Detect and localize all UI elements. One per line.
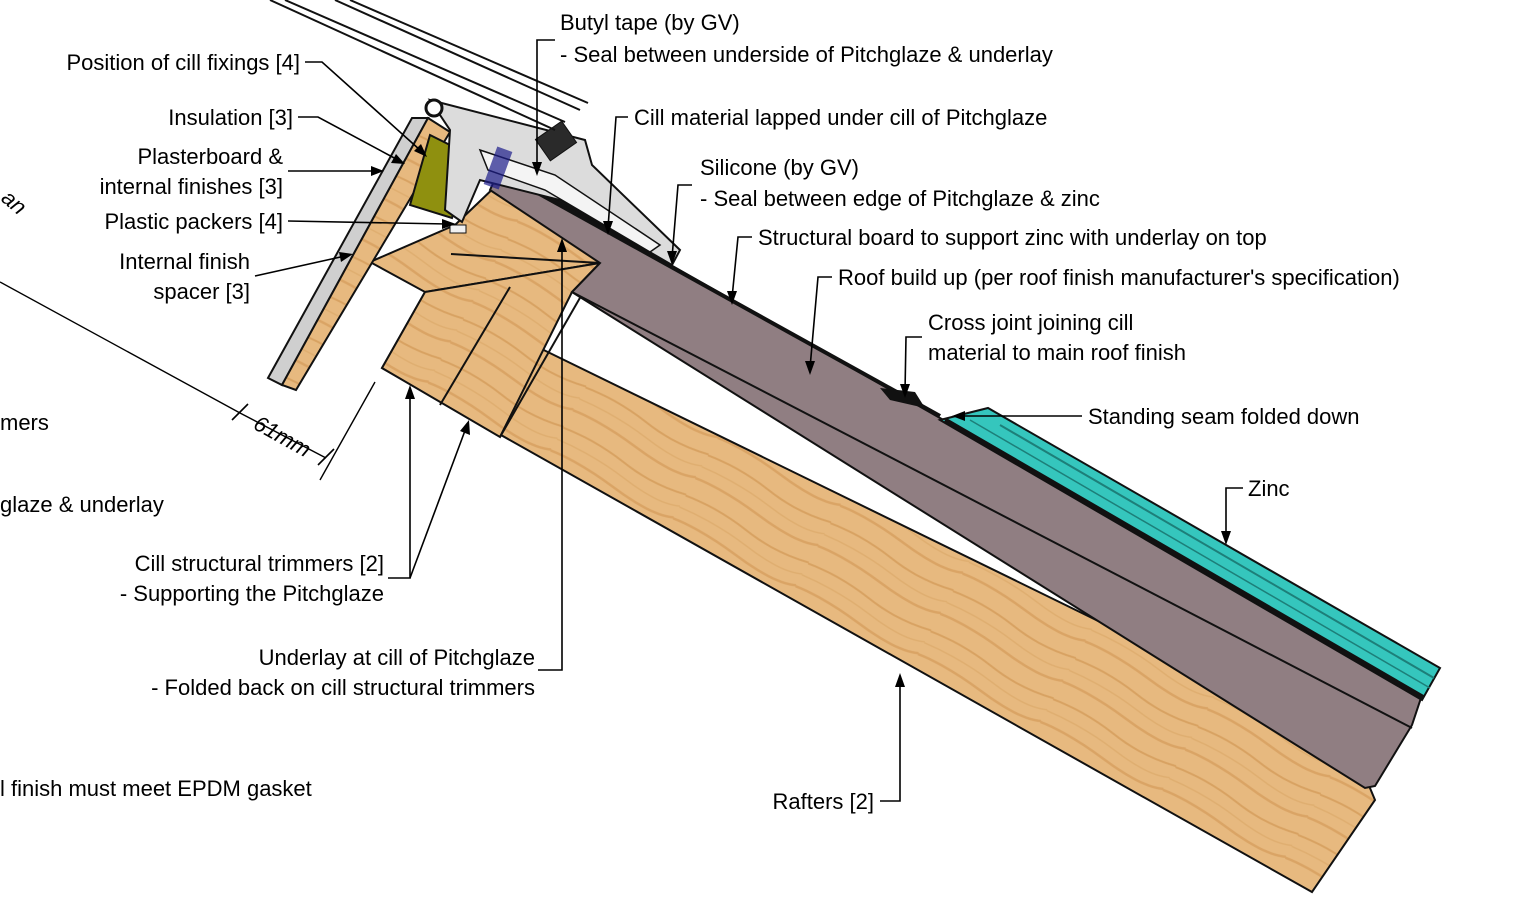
zinc-seam-line <box>999 424 1435 679</box>
glazing-clamp <box>534 120 578 162</box>
internal-finish-spacer <box>280 116 452 392</box>
glass-pane-edge <box>349 0 589 104</box>
leader-lines <box>254 39 1243 802</box>
label-cill-trimmers-desc: - Supporting the Pitchglaze <box>120 581 384 606</box>
label-cill-material: Cill material lapped under cill of Pitch… <box>634 105 1047 130</box>
label-standing-seam: Standing seam folded down <box>1088 404 1360 429</box>
label-cross-joint-2: material to main roof finish <box>928 340 1186 365</box>
dimension-label: 61mm <box>250 411 316 462</box>
label-internal-finish-1: Internal finish <box>119 249 250 274</box>
glass-pane-edge <box>269 0 556 131</box>
epdm-gasket <box>424 98 444 118</box>
label-plastic-packers: Plastic packers [4] <box>104 209 283 234</box>
label-silicone-desc: - Seal between edge of Pitchglaze & zinc <box>700 186 1100 211</box>
butyl-tape <box>483 146 513 190</box>
glass-pane-edge <box>334 0 581 111</box>
zinc-underlay <box>943 417 1426 701</box>
label-partial-an: an <box>0 185 32 220</box>
label-underlay-cill-desc: - Folded back on cill structural trimmer… <box>151 675 535 700</box>
zinc-sheet <box>937 406 1442 702</box>
dimension-line <box>0 281 241 414</box>
label-plasterboard-2: internal finishes [3] <box>100 174 283 199</box>
label-partial-mers: mers <box>0 410 49 435</box>
dimension-extension <box>319 381 376 481</box>
label-roof-build-up: Roof build up (per roof finish manufactu… <box>838 265 1400 290</box>
label-butyl-tape-desc: - Seal between underside of Pitchglaze &… <box>560 42 1053 67</box>
zinc-seam-line <box>969 419 1431 689</box>
label-structural-board: Structural board to support zinc with un… <box>758 225 1267 250</box>
dimension-line <box>239 412 327 459</box>
label-plasterboard-1: Plasterboard & <box>137 144 283 169</box>
label-rafters: Rafters [2] <box>773 789 874 814</box>
label-cill-trimmers: Cill structural trimmers [2] <box>135 551 384 576</box>
label-partial-glaze: glaze & underlay <box>0 492 164 517</box>
glass-pane-edge <box>284 0 566 123</box>
plastic-packer <box>449 224 467 234</box>
label-internal-finish-2: spacer [3] <box>153 279 250 304</box>
trimmer-edge <box>439 286 511 406</box>
glazing-frame-inner <box>478 148 662 253</box>
cill-trimmer-lower <box>380 261 603 439</box>
label-cross-joint-1: Cross joint joining cill <box>928 310 1133 335</box>
label-insulation: Insulation [3] <box>168 105 293 130</box>
dimension-tick <box>317 448 335 466</box>
label-zinc: Zinc <box>1248 476 1290 501</box>
dimension-tick <box>231 403 249 421</box>
label-butyl-tape: Butyl tape (by GV) <box>560 10 740 35</box>
cill-material-strip <box>499 170 941 418</box>
cross-joint <box>880 388 925 408</box>
label-underlay-cill: Underlay at cill of Pitchglaze <box>259 645 535 670</box>
label-partial-finish: l finish must meet EPDM gasket <box>0 776 312 801</box>
label-silicone: Silicone (by GV) <box>700 155 859 180</box>
label-position-cill-fixings: Position of cill fixings [4] <box>66 50 300 75</box>
build-up-layer-line <box>571 291 1413 729</box>
trimmer-edge <box>450 253 601 264</box>
